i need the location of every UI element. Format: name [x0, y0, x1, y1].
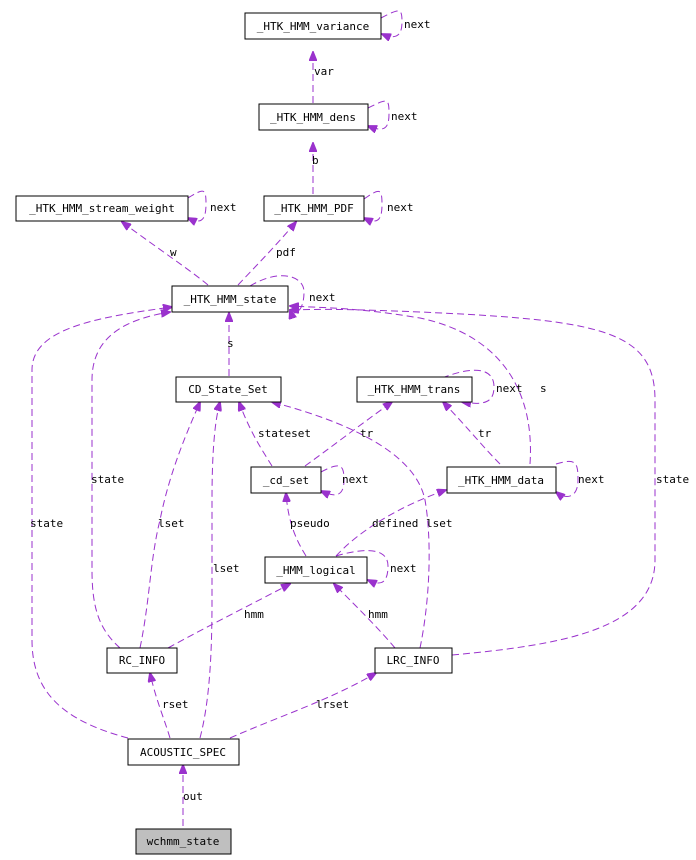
- edge-lrc-state: [290, 309, 656, 656]
- node-label: _HTK_HMM_PDF: [274, 202, 353, 215]
- label-data-next: next: [578, 473, 605, 486]
- node-label: _HMM_logical: [276, 564, 355, 577]
- label-dens-next: next: [391, 110, 418, 123]
- edge-acoustic-cdstateset: [199, 402, 220, 739]
- label-lset-lrc: lset: [426, 517, 453, 530]
- edge-rc-cdstateset: [139, 402, 200, 649]
- node-label: _HTK_HMM_trans: [368, 383, 461, 396]
- edge-acoustic-rc: [150, 673, 171, 739]
- label-hmm-lrc: hmm: [368, 608, 388, 621]
- node-wchmm-state[interactable]: wchmm_state: [135, 828, 232, 855]
- node-lrc-info[interactable]: LRC_INFO: [374, 647, 453, 674]
- edge-logical-data: [335, 490, 446, 557]
- label-lrset: lrset: [316, 698, 349, 711]
- node-htk-hmm-stream-weight[interactable]: _HTK_HMM_stream_weight: [15, 195, 189, 222]
- edge-data-trans: [443, 402, 501, 465]
- node-label: _HTK_HMM_variance: [257, 20, 370, 33]
- edge-rc-logical: [167, 584, 290, 649]
- node-htk-hmm-trans[interactable]: _HTK_HMM_trans: [356, 376, 473, 403]
- edge-state-pdf: [237, 222, 296, 286]
- label-tr-data: tr: [478, 427, 492, 440]
- node-label: LRC_INFO: [387, 654, 440, 667]
- node-label: CD_State_Set: [188, 383, 267, 396]
- label-state-lrc: state: [656, 473, 689, 486]
- node-label: _cd_set: [263, 474, 309, 487]
- label-variance-next: next: [404, 18, 431, 31]
- node-rc-info[interactable]: RC_INFO: [106, 647, 178, 674]
- edge-pdf-next: [364, 191, 383, 221]
- label-tr-cd: tr: [360, 427, 374, 440]
- node-label: _HTK_HMM_state: [184, 293, 277, 306]
- label-sw-next: next: [210, 201, 237, 214]
- label-logical-next: next: [390, 562, 417, 575]
- edge-trans-next: [441, 369, 495, 403]
- label-w: w: [170, 246, 177, 259]
- node-cd-set[interactable]: _cd_set: [250, 466, 322, 494]
- label-pdf-next: next: [387, 201, 414, 214]
- edge-acoustic-state: [31, 307, 172, 739]
- label-pseudo: pseudo: [290, 517, 330, 530]
- edge-cdset-trans: [304, 402, 392, 467]
- label-rset: rset: [162, 698, 189, 711]
- label-pdf: pdf: [276, 246, 296, 259]
- node-htk-hmm-state[interactable]: _HTK_HMM_state: [171, 285, 289, 313]
- edge-variance-next: [381, 10, 403, 37]
- label-state-rc: state: [91, 473, 124, 486]
- edge-sw-next: [188, 190, 207, 221]
- edge-lrc-cdstateset: [272, 402, 430, 649]
- edge-state-sw: [122, 222, 209, 286]
- edge-lrc-logical: [334, 584, 396, 649]
- edge-data-state: [290, 306, 531, 465]
- edge-cdset-next: [321, 465, 345, 495]
- node-cd-state-set[interactable]: CD_State_Set: [175, 376, 282, 403]
- node-label: wchmm_state: [147, 835, 220, 848]
- node-acoustic-spec[interactable]: ACOUSTIC_SPEC: [127, 738, 240, 766]
- label-defined: defined: [372, 517, 418, 530]
- label-cdset-next: next: [342, 473, 369, 486]
- label-out: out: [183, 790, 203, 803]
- edge-acoustic-lrc: [229, 673, 376, 739]
- label-state-next: next: [309, 291, 336, 304]
- node-htk-hmm-dens[interactable]: _HTK_HMM_dens: [258, 103, 369, 131]
- node-label: _HTK_HMM_dens: [270, 111, 356, 124]
- node-htk-hmm-variance[interactable]: _HTK_HMM_variance: [244, 12, 382, 40]
- edge-rc-state: [91, 312, 170, 649]
- node-label: RC_INFO: [119, 654, 165, 667]
- label-lset-rc: lset: [158, 517, 185, 530]
- edge-logical-cdset: [286, 493, 307, 557]
- node-htk-hmm-data[interactable]: _HTK_HMM_data: [446, 466, 557, 494]
- label-b: b: [312, 154, 319, 167]
- node-label: ACOUSTIC_SPEC: [140, 746, 226, 759]
- label-stateset: stateset: [258, 427, 311, 440]
- node-htk-hmm-pdf[interactable]: _HTK_HMM_PDF: [263, 195, 365, 222]
- edge-dens-next: [368, 100, 390, 129]
- label-trans-next: next: [496, 382, 523, 395]
- label-hmm-rc: hmm: [244, 608, 264, 621]
- label-var: var: [314, 65, 334, 78]
- edge-logical-next: [335, 550, 389, 583]
- label-s-data: s: [540, 382, 547, 395]
- node-hmm-logical[interactable]: _HMM_logical: [264, 556, 368, 584]
- label-state-acoustic: state: [30, 517, 63, 530]
- edge-cdset-stateset: [239, 402, 273, 467]
- label-lset-acoustic: lset: [213, 562, 240, 575]
- edge-data-next: [556, 460, 579, 496]
- node-label: _HTK_HMM_data: [458, 474, 544, 487]
- label-s-cdset: s: [227, 337, 234, 350]
- node-label: _HTK_HMM_stream_weight: [29, 202, 175, 215]
